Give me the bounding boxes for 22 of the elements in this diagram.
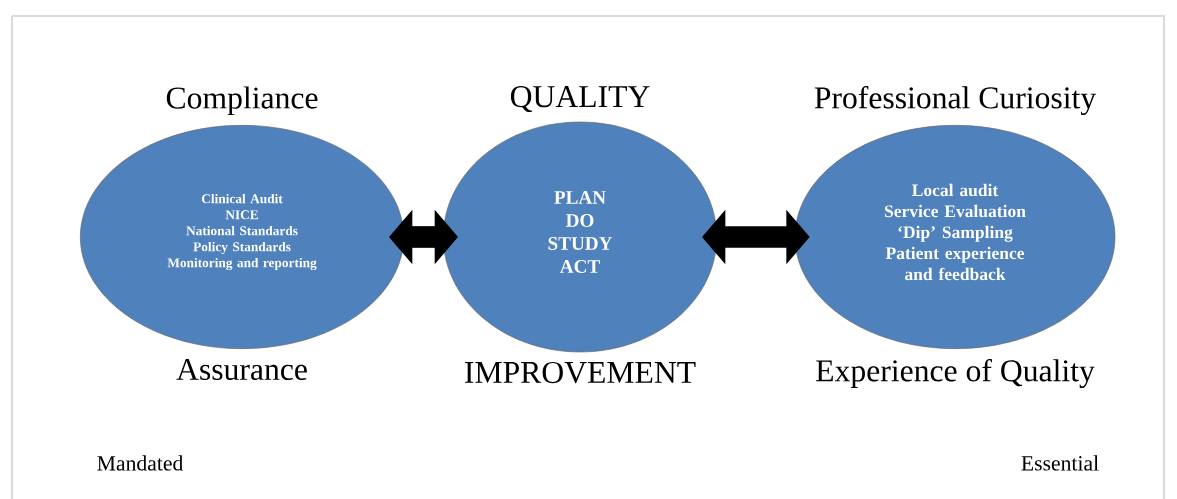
node-label: Policy Standards [193,241,291,255]
node-label: National Standards [186,225,298,236]
node-label: ‘Dip’ Sampling [898,225,1013,242]
node-label: Service Evaluation [884,204,1026,218]
double-arrow [389,209,458,265]
node-label: PLAN [554,191,606,204]
node-label: Monitoring and reporting [167,257,317,271]
node-label: STUDY [548,237,613,250]
node-label: DO [565,214,594,227]
node-label: Local audit [912,183,999,197]
label-text: Essential [1021,455,1099,471]
heading-text: Compliance [166,86,318,116]
node-label: Clinical Audit [201,193,283,204]
heading-text: Assurance [176,358,307,381]
heading-text: Professional Curiosity [814,85,1097,116]
label-text: Mandated [97,455,184,471]
node-label: Patient experience and feedback [885,246,1025,281]
heading-text: IMPROVEMENT [465,361,696,384]
node-label: ACT [559,260,600,273]
heading-text: QUALITY [510,86,650,113]
node-label: NICE [225,210,258,220]
heading-text: Experience of Quality [816,358,1095,388]
